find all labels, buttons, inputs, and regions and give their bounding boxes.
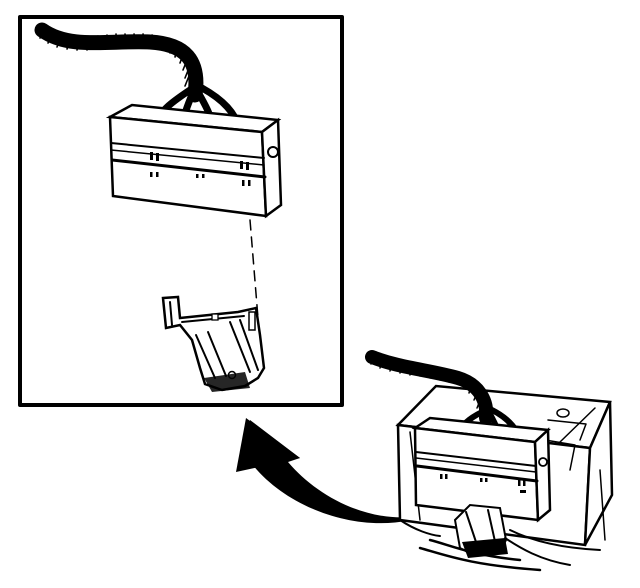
main-bracket [399,503,601,572]
cable-loom-inset [34,22,204,103]
callout-arrow [236,418,436,524]
cable-loom-main [365,350,494,425]
alignment-line [249,219,259,319]
harness-connector [105,103,283,219]
mounting-bracket [161,295,266,392]
main-connector [411,416,552,523]
detail-frame [18,15,344,407]
